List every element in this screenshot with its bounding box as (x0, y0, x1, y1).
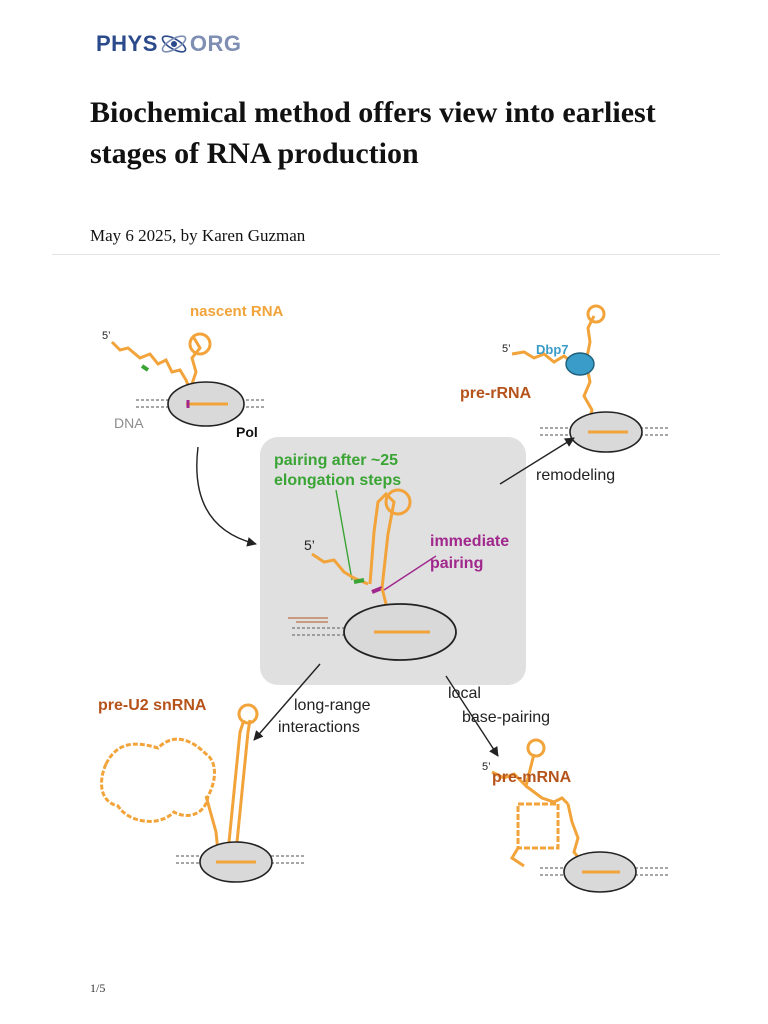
label-immediate-1: immediate (430, 533, 509, 550)
label-local-1: local (448, 685, 481, 702)
label-nascent-rna: nascent RNA (190, 303, 284, 320)
pre-mrna-panel: 5’ pre-mRNA (482, 738, 671, 893)
label-pre-u2: pre-U2 snRNA (98, 697, 207, 714)
label-pairing-2: elongation steps (274, 472, 401, 489)
label-pre-rrna: pre-rRNA (460, 385, 532, 402)
label-local-2: base-pairing (462, 709, 550, 726)
label-dbp7: Dbp7 (536, 342, 569, 357)
rna-pairing-figure: nascent RNA 5’ DNA Pol 5’ Dbp7 pre-rRNA … (98, 303, 671, 893)
label-remodeling: remodeling (536, 467, 615, 484)
label-dna: DNA (114, 415, 144, 431)
logo-phys-text: PHYS (96, 31, 158, 56)
label-pairing-1: pairing after ~25 (274, 452, 398, 469)
center-pairing-diagram: pairing after ~25 elongation steps immed… (274, 452, 509, 661)
arrow-long-range (253, 663, 321, 741)
page-number: 1/5 (90, 981, 106, 995)
label-pre-mrna: pre-mRNA (492, 769, 572, 786)
logo-org-text: ORG (189, 31, 242, 56)
label-5prime-center: 5’ (304, 537, 315, 553)
center-panel (260, 437, 526, 685)
divider (52, 254, 720, 255)
arrow-local (445, 675, 499, 757)
nascent-rna-panel: nascent RNA 5’ DNA Pol (102, 303, 284, 440)
atom-icon (161, 35, 187, 53)
article-byline: May 6 2025, by Karen Guzman (90, 226, 306, 245)
physorg-logo[interactable]: PHYS ORG (96, 28, 242, 60)
label-5prime-top-left: 5’ (102, 330, 111, 342)
label-long-range-2: interactions (278, 719, 360, 736)
dbp7-helicase (565, 352, 595, 376)
label-immediate-2: pairing (430, 555, 483, 572)
pre-rrna-panel: 5’ Dbp7 pre-rRNA (460, 304, 671, 453)
arrow-remodeling (499, 437, 575, 485)
label-long-range-1: long-range (294, 697, 371, 714)
arrow-to-center (196, 446, 257, 547)
label-5prime-top-right: 5’ (502, 343, 511, 355)
article-title: Biochemical method offers view into earl… (90, 96, 656, 170)
pre-u2-panel: pre-U2 snRNA (98, 697, 307, 883)
label-5prime-bottom-right: 5’ (482, 761, 491, 773)
label-pol: Pol (236, 424, 258, 440)
